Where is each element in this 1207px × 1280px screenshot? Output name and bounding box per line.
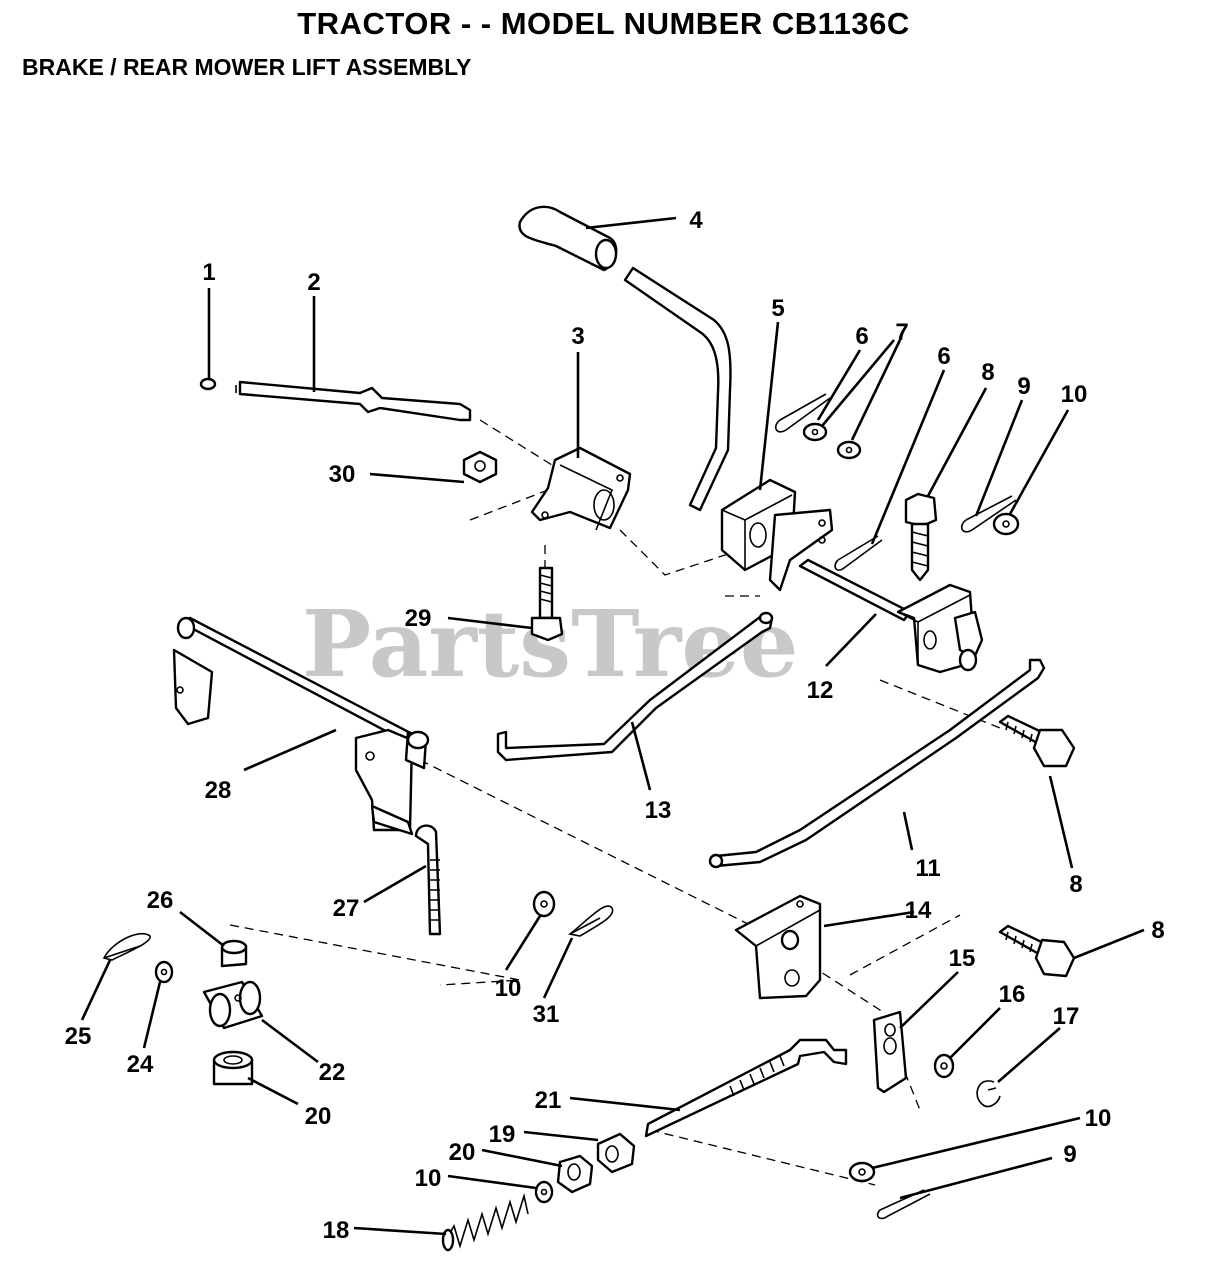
- label-22: 22: [319, 1059, 346, 1086]
- part-20-nut-a: [212, 1050, 254, 1086]
- part-12-shaft: [798, 558, 984, 674]
- part-10-washer-a: [992, 512, 1020, 536]
- part-30-nut: [462, 450, 498, 484]
- leader-lines: [80, 216, 1145, 1236]
- label-5: 5: [771, 295, 784, 322]
- part-18-spring: [441, 1192, 529, 1252]
- part-4-grip: [518, 205, 618, 272]
- part-20-nut-b: [556, 1154, 594, 1194]
- label-13: 13: [645, 797, 672, 824]
- part-6-cotter-pin-b: [834, 535, 883, 571]
- part-5-lever: [623, 266, 834, 592]
- assembly-lines: [229, 419, 1006, 1186]
- part-24-washer: [154, 960, 174, 984]
- part-16-washer: [933, 1053, 955, 1079]
- part-9-cotter-pin-a: [960, 495, 1017, 533]
- label-2: 2: [307, 269, 320, 296]
- label-4: 4: [689, 207, 703, 234]
- part-labels: 4 1 2 5 3 6 7 6 8 9 10 30 29 12 28 13 11…: [65, 207, 1165, 1244]
- part-8-bolt-lower: [998, 924, 1076, 978]
- label-29: 29: [405, 605, 432, 632]
- label-1: 1: [202, 259, 215, 286]
- label-8b: 8: [1069, 871, 1082, 898]
- label-11: 11: [915, 855, 940, 882]
- label-21: 21: [535, 1087, 562, 1114]
- label-18: 18: [323, 1217, 350, 1244]
- part-26-bushing: [220, 939, 248, 968]
- label-6a: 6: [855, 323, 868, 350]
- part-3-bracket: [530, 446, 632, 531]
- label-20b: 20: [449, 1139, 476, 1166]
- label-28: 28: [205, 777, 232, 804]
- part-10-washer-b: [532, 890, 556, 918]
- page-title: TRACTOR - - MODEL NUMBER CB1136C: [297, 6, 910, 41]
- page-subtitle: BRAKE / REAR MOWER LIFT ASSEMBLY: [22, 54, 472, 80]
- label-7: 7: [895, 319, 908, 346]
- part-22-pivot-pin: [202, 980, 264, 1030]
- part-27-threaded-rod: [414, 824, 442, 936]
- part-28-main-shaft: [172, 616, 430, 836]
- part-2-brake-rod: [235, 380, 472, 422]
- label-9a: 9: [1017, 373, 1030, 400]
- label-25: 25: [65, 1023, 92, 1050]
- label-3: 3: [571, 323, 584, 350]
- part-10-washer-d: [848, 1161, 876, 1183]
- label-17: 17: [1053, 1003, 1080, 1030]
- part-29-bolt: [530, 566, 564, 642]
- part-19-nut: [596, 1132, 636, 1174]
- part-13-rod: [496, 611, 774, 762]
- label-9b: 9: [1063, 1141, 1076, 1168]
- label-12: 12: [807, 677, 834, 704]
- label-8c: 8: [1151, 917, 1164, 944]
- label-24: 24: [127, 1051, 154, 1078]
- label-20a: 20: [305, 1103, 332, 1130]
- part-10-washer-c: [534, 1180, 554, 1204]
- part-17-e-clip: [976, 1080, 1001, 1108]
- part-1-pin: [199, 288, 217, 391]
- part-21-threaded-rod: [644, 1038, 848, 1138]
- part-6-cotter-pin-a: [774, 393, 831, 433]
- label-26: 26: [147, 887, 174, 914]
- label-31: 31: [533, 1001, 560, 1028]
- part-7-washer-a: [802, 422, 828, 442]
- label-15: 15: [949, 945, 976, 972]
- part-31-hairpin: [568, 905, 614, 937]
- part-15-plate: [872, 1010, 908, 1094]
- part-7-washer-b: [836, 440, 862, 460]
- label-6b: 6: [937, 343, 950, 370]
- part-8-bolt-middle: [998, 714, 1076, 768]
- part-8-bolt-upper: [904, 492, 938, 582]
- label-10d: 10: [1085, 1105, 1112, 1132]
- label-27: 27: [333, 895, 360, 922]
- label-30: 30: [329, 461, 356, 488]
- label-16: 16: [999, 981, 1026, 1008]
- part-11-rod: [708, 658, 1046, 869]
- label-14: 14: [905, 897, 932, 924]
- label-8a: 8: [981, 359, 994, 386]
- label-10c: 10: [415, 1165, 442, 1192]
- label-10a: 10: [1061, 381, 1088, 408]
- part-9-cotter-pin-b: [876, 1189, 931, 1220]
- part-14-bracket: [734, 894, 822, 1000]
- label-19: 19: [489, 1121, 516, 1148]
- part-25-cotter-pin: [102, 933, 151, 961]
- label-10b: 10: [495, 975, 522, 1002]
